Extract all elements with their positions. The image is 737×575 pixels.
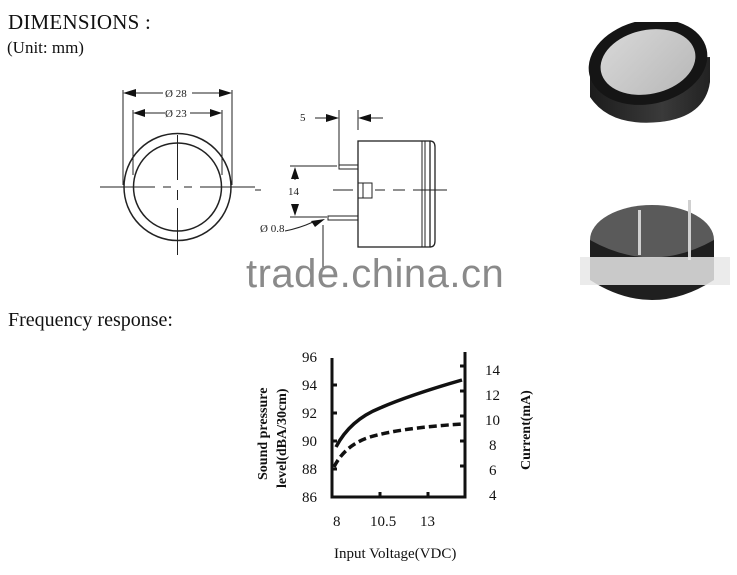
y-axis-label-line1: Sound pressure	[256, 388, 271, 480]
y2-tick: 14	[485, 363, 501, 379]
outer-diameter-label: Ø 28	[165, 88, 187, 100]
watermark: trade.china.cn	[246, 252, 505, 296]
x-tick: 13	[420, 514, 435, 530]
chart-axes	[330, 352, 467, 499]
y2-tick: 6	[489, 463, 497, 479]
inner-diameter-label: Ø 23	[165, 108, 187, 120]
section-title: Frequency response:	[8, 309, 173, 331]
pin-offset-label: 5	[300, 112, 306, 124]
pin-diameter-label: Ø 0.8	[260, 223, 285, 235]
y-axis-label-line2: level(dBA/30cm)	[275, 388, 290, 488]
spl-series-line	[334, 378, 463, 448]
y-tick: 86	[302, 490, 318, 506]
x-tick: 8	[333, 514, 341, 530]
y2-tick: 12	[485, 388, 500, 404]
y-tick: 94	[302, 378, 318, 394]
x-tick: 10.5	[370, 514, 396, 530]
frequency-response-chart: 96 94 92 90 88 86 14 12 10 8 6 4 8 10.5 …	[256, 350, 534, 562]
y-tick: 92	[302, 406, 317, 422]
y-tick: 96	[302, 350, 318, 366]
dimensions-heading: DIMENSIONS :	[8, 10, 151, 34]
y-tick: 90	[302, 434, 317, 450]
side-view-drawing: 5 14 Ø 0.8	[255, 110, 447, 270]
x-axis-label: Input Voltage(VDC)	[334, 546, 456, 562]
unit-label: (Unit: mm)	[7, 38, 84, 57]
pin-spacing-label: 14	[288, 186, 300, 198]
y2-tick: 8	[489, 438, 497, 454]
y2-axis-label: Current(mA)	[519, 390, 534, 470]
product-photo-bottom	[580, 200, 730, 300]
y2-tick: 10	[485, 413, 500, 429]
y-tick: 88	[302, 462, 317, 478]
current-series-line	[332, 422, 463, 468]
y2-tick: 4	[489, 488, 497, 504]
product-photo-top	[588, 22, 710, 123]
front-view-drawing: Ø 28 Ø 23	[100, 88, 255, 255]
